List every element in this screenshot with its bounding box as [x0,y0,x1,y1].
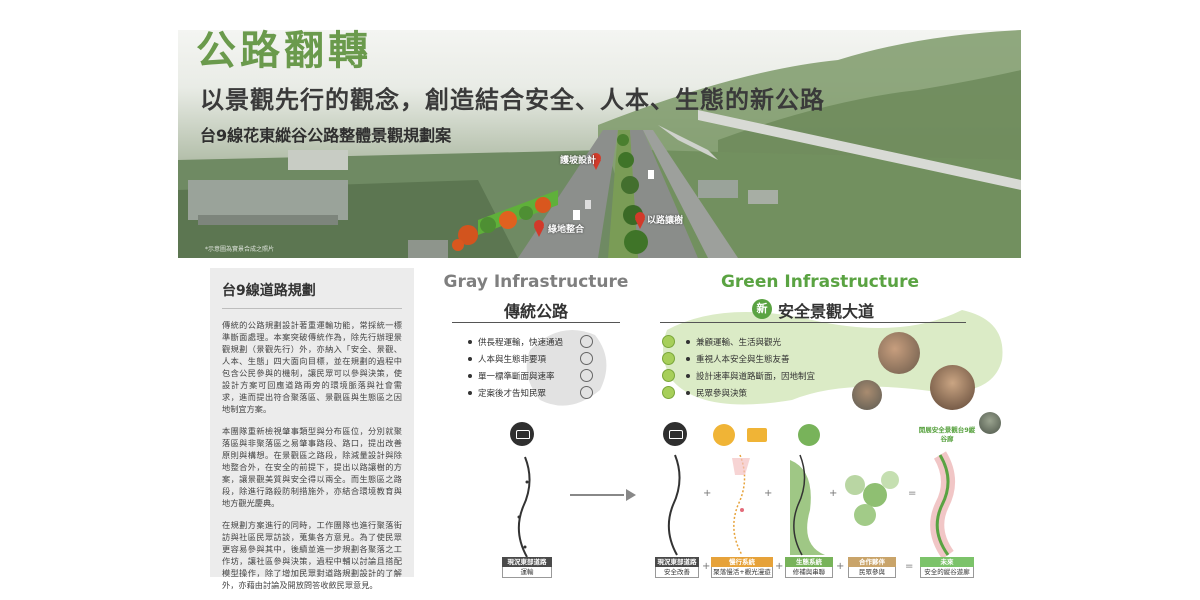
gray-label: 現況東部道路 運輸 [502,557,552,578]
gray-road-diagram [517,456,531,558]
workshop-photo [852,380,882,410]
left-panel: 台9線道路規劃 傳統的公路規劃設計著重運輸功能，常採統一標準斷面處理。本案突破傳… [210,268,414,590]
pin-icon [534,220,544,237]
green-label: 生態系統 修補與串聯 [785,557,833,578]
green-label: 現況東部道路 安全改善 [655,557,699,578]
green-bullet: 重視人本安全與生態友善 [686,353,790,365]
pin-label-green: 綠地整合 [548,225,585,235]
divider [452,322,620,323]
workshop-photo [979,412,1001,434]
gray-bullet: 單一標準斷面與速率 [468,370,555,382]
happy-face-icon [662,369,675,382]
pin-icon [635,212,645,229]
car-icon [510,422,534,446]
car-icon [663,422,687,446]
gray-bullet: 人本與生態非要項 [468,353,546,365]
green-label: 慢行系統 聚落慢活+觀光漫遊 [711,557,773,578]
arrow-right-icon [570,489,636,501]
pin-label-slope: 護坡設計 [560,156,597,166]
left-paragraph: 本團隊重新檢視肇事類型與分布區位，分別就聚落區與非聚落區之易肇事路段、路口，提出… [222,426,402,508]
green-infra-title: Green Infrastructure [720,272,920,292]
pin-icon [591,153,601,170]
gray-infra-title: Gray Infrastructure [443,272,629,292]
bicycle-icon [713,424,735,446]
left-paragraph: 傳統的公路規劃設計著重運輸功能，常採統一標準斷面處理。本案突破傳統作為，除先行辦… [222,320,402,414]
green-bullet: 民眾參與決策 [686,387,747,399]
divider [660,322,966,323]
left-paragraph: 在規劃方案進行的同時，工作團隊也進行聚落街訪與社區民眾訪談，蒐集各方意見。為了使… [222,520,402,590]
plus-operator: + [764,488,773,499]
page-subtitle: 以景觀先行的觀念，創造結合安全、人本、生態的新公路 [200,86,825,114]
plus-operator: + [836,561,845,572]
gray-bullet: 定案後才告知民眾 [468,387,546,399]
happy-face-icon [662,352,675,365]
green-infra-subtitle: 安全景觀大道 [778,302,875,321]
sad-face-icon [580,352,593,365]
equals-operator: = [908,488,917,499]
plus-operator: + [702,561,711,572]
happy-face-icon [662,386,675,399]
left-panel-title: 台9線道路規劃 [222,280,402,309]
sad-face-icon [580,386,593,399]
green-label: 未來 安全的縱谷遊廊 [920,557,974,578]
page-title: 公路翻轉 [196,27,372,74]
gray-bullet: 供長程運輸，快速通過 [468,336,563,348]
workshop-photo [930,365,975,410]
green-bullet: 設計速率與道路斷面，因地制宜 [686,370,815,382]
leaf-icon [798,424,820,446]
plus-operator: + [775,561,784,572]
future-title: 開展安全景觀台9縱谷廊 [918,426,976,443]
happy-face-icon [662,335,675,348]
gray-infra-subtitle: 傳統公路 [503,302,568,321]
green-bullet: 兼顧運輸、生活與觀光 [686,336,781,348]
pin-label-trees: 以路讓樹 [647,216,684,226]
bus-icon [747,428,767,442]
hero-landscape [178,30,1021,258]
new-badge: 新 [752,299,772,319]
project-name: 台9線花東縱谷公路整體景觀規劃案 [200,126,452,145]
plus-operator: + [703,488,712,499]
plus-operator: + [829,488,838,499]
green-road-diagrams [667,451,955,560]
sad-face-icon [580,369,593,382]
green-blob [663,310,1003,405]
green-label: 合作夥伴 民眾參與 [848,557,896,578]
workshop-photo [878,332,920,374]
sad-face-icon [580,335,593,348]
equals-operator: = [905,561,914,572]
hero-banner [178,30,1021,258]
photo-credit: *示意圖為實景合成之照片 [205,246,275,253]
